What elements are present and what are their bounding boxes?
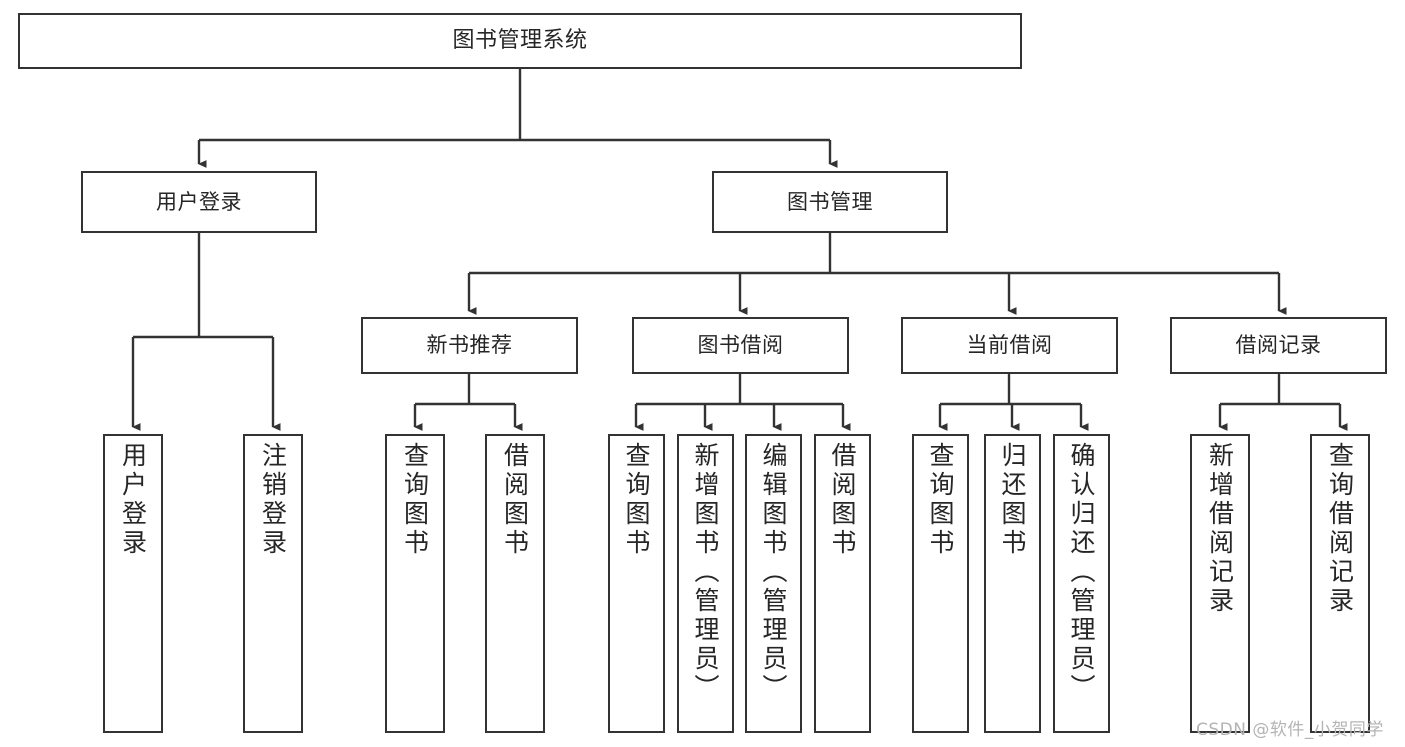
leaf-query-borrow-record[interactable]: 查询借阅记录 — [1310, 434, 1370, 733]
leaf-edit-book-admin-label: 编辑图书（管理员） — [759, 442, 788, 703]
leaf-add-book-admin-label: 新增图书（管理员） — [691, 442, 720, 703]
node-borrow-record[interactable]: 借阅记录 — [1170, 317, 1387, 374]
leaf-borrow-book[interactable]: 借阅图书 — [814, 434, 871, 733]
leaf-borrow-book-recommend-label: 借阅图书 — [500, 442, 530, 558]
leaf-borrow-book-label: 借阅图书 — [828, 442, 857, 558]
node-book-management[interactable]: 图书管理 — [712, 171, 948, 233]
leaf-logout[interactable]: 注销登录 — [243, 434, 303, 733]
leaf-edit-book-admin[interactable]: 编辑图书（管理员） — [745, 434, 802, 733]
leaf-query-book-borrow[interactable]: 查询图书 — [608, 434, 665, 733]
leaf-query-book-recommend[interactable]: 查询图书 — [385, 434, 445, 733]
node-new-book-recommend[interactable]: 新书推荐 — [361, 317, 578, 374]
leaf-add-book-admin[interactable]: 新增图书（管理员） — [677, 434, 734, 733]
node-new-book-recommend-label: 新书推荐 — [426, 333, 513, 358]
leaf-query-book-recommend-label: 查询图书 — [400, 442, 430, 558]
leaf-confirm-return-admin-label: 确认归还（管理员） — [1067, 442, 1096, 703]
node-current-borrow-label: 当前借阅 — [966, 333, 1053, 358]
leaf-return-book[interactable]: 归还图书 — [984, 434, 1041, 733]
leaf-borrow-book-recommend[interactable]: 借阅图书 — [485, 434, 545, 733]
leaf-logout-label: 注销登录 — [258, 442, 288, 558]
leaf-user-login[interactable]: 用户登录 — [103, 434, 163, 733]
node-user-login-label: 用户登录 — [156, 189, 242, 214]
leaf-query-book-current-label: 查询图书 — [926, 442, 955, 558]
leaf-query-borrow-record-label: 查询借阅记录 — [1325, 442, 1355, 616]
node-root-system[interactable]: 图书管理系统 — [18, 13, 1022, 69]
leaf-confirm-return-admin[interactable]: 确认归还（管理员） — [1053, 434, 1110, 733]
leaf-add-borrow-record[interactable]: 新增借阅记录 — [1190, 434, 1250, 733]
node-borrow-record-label: 借阅记录 — [1235, 333, 1322, 358]
node-book-borrow[interactable]: 图书借阅 — [632, 317, 849, 374]
csdn-watermark: CSDN @软件_小贺同学 — [1196, 720, 1384, 740]
leaf-query-book-current[interactable]: 查询图书 — [912, 434, 969, 733]
leaf-query-book-borrow-label: 查询图书 — [622, 442, 651, 558]
leaf-user-login-label: 用户登录 — [118, 442, 148, 558]
node-book-borrow-label: 图书借阅 — [697, 333, 784, 358]
node-root-label: 图书管理系统 — [452, 28, 588, 54]
leaf-return-book-label: 归还图书 — [998, 442, 1027, 558]
leaf-add-borrow-record-label: 新增借阅记录 — [1205, 442, 1235, 616]
node-current-borrow[interactable]: 当前借阅 — [901, 317, 1118, 374]
node-book-management-label: 图书管理 — [787, 189, 873, 214]
node-user-login[interactable]: 用户登录 — [81, 171, 317, 233]
